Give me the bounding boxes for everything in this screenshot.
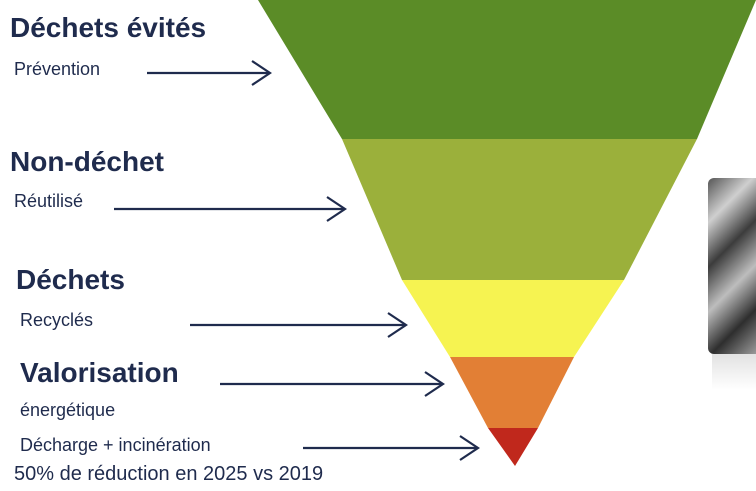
arrow-landfill — [303, 435, 480, 461]
level-title-prevention: Déchets évités — [10, 12, 207, 43]
arrow-recycling — [190, 312, 408, 338]
arrow-prevention — [147, 60, 272, 86]
level-subtitle-recycling: Recyclés — [20, 310, 94, 330]
photo-reflection — [712, 354, 756, 390]
arrow-reuse — [114, 196, 347, 222]
arrow-energy-recovery — [220, 371, 445, 397]
level-title-energy-recovery: Valorisation — [20, 357, 179, 388]
footer-note: 50% de réduction en 2025 vs 2019 — [14, 463, 324, 485]
arrows — [114, 60, 480, 461]
level-title-recycling: Déchets — [16, 264, 125, 295]
pyramid-level-energy-recovery — [450, 357, 574, 428]
level-subtitle-reuse: Réutilisé — [14, 191, 84, 211]
level-title-reuse: Non-déchet — [10, 146, 164, 177]
pyramid-level-recycling — [402, 280, 624, 357]
level-subtitle-energy-recovery: énergétique — [20, 400, 116, 420]
scrap-metal-photo — [708, 178, 756, 354]
level-subtitle-prevention: Prévention — [14, 59, 101, 79]
level-subtitle-landfill: Décharge + incinération — [20, 435, 211, 455]
pyramid-level-reuse — [342, 139, 697, 280]
pyramid-level-prevention — [258, 0, 756, 139]
pyramid-level-landfill — [488, 428, 538, 466]
